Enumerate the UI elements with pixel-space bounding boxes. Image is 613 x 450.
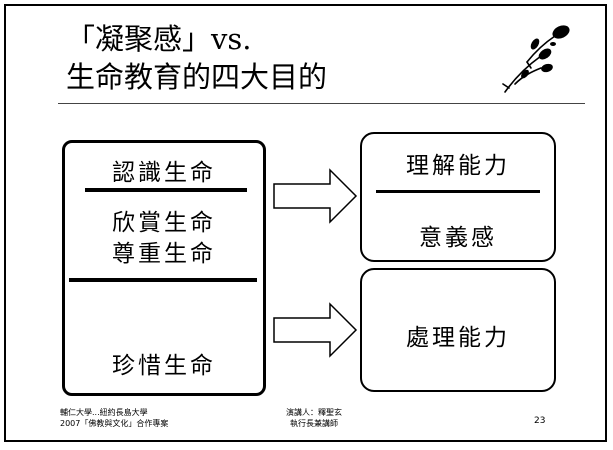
- goal-cherish-life: 珍惜生命: [112, 353, 216, 379]
- goal-appreciate-life: 欣賞生命: [112, 210, 216, 236]
- title-divider: [58, 103, 585, 104]
- footer-universities: 輔仁大學...紐約長島大學: [60, 408, 148, 417]
- footer-project: 2007「佛教與文化」合作專案: [60, 419, 169, 428]
- right-bottom-box: 處理能力: [360, 268, 556, 392]
- goal-respect-life: 尊重生命: [112, 241, 216, 267]
- title-line-1: 「凝聚感」vs.: [66, 22, 252, 56]
- meaningfulness-label: 意義感: [419, 225, 497, 251]
- comprehensibility-label: 理解能力: [406, 153, 510, 179]
- right-top-box: 理解能力 意義感: [360, 132, 556, 262]
- right-box-divider: [376, 190, 540, 193]
- footer-speaker-title: 執行長兼講師: [290, 419, 338, 428]
- goal-know-life: 認識生命: [112, 160, 216, 186]
- left-box-divider-top: [85, 188, 247, 192]
- arrow-right-icon: [273, 168, 358, 224]
- arrow-right-icon: [273, 302, 358, 358]
- title-line-2: 生命教育的四大目的: [66, 60, 328, 94]
- left-box-divider-middle: [69, 278, 257, 282]
- footer-speaker: 演講人：釋聖玄 執行長兼講師: [286, 407, 342, 429]
- footer-organization: 輔仁大學...紐約長島大學 2007「佛教與文化」合作專案: [60, 407, 168, 429]
- left-goals-box: 認識生命 欣賞生命 尊重生命 珍惜生命: [62, 140, 266, 396]
- manageability-label: 處理能力: [406, 325, 510, 351]
- page-number: 23: [534, 416, 546, 426]
- slide: 「凝聚感」vs. 生命教育的四大目的 認識生命 欣賞生命 尊重生命 珍惜生命: [4, 4, 607, 442]
- footer-speaker-name: 演講人：釋聖玄: [286, 408, 342, 417]
- slide-title: 「凝聚感」vs. 生命教育的四大目的: [66, 20, 327, 96]
- flower-branch-icon: [502, 25, 570, 93]
